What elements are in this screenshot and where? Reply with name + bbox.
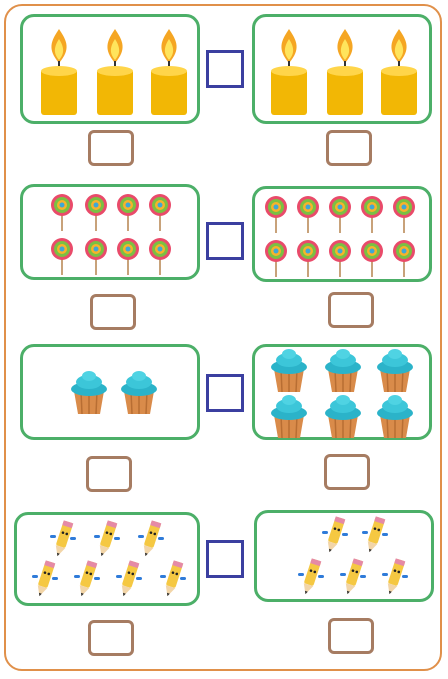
pencil-icon xyxy=(50,520,76,557)
compare-box[interactable] xyxy=(206,50,244,88)
answer-box-right[interactable] xyxy=(328,618,374,654)
lollipop-icon xyxy=(393,240,415,277)
candle-icon xyxy=(151,29,187,115)
answer-box-left[interactable] xyxy=(88,130,134,166)
cupcake-icon xyxy=(377,349,413,393)
pencil-icon xyxy=(160,560,186,597)
left-group-cupcakes xyxy=(20,344,200,440)
pencil-icon xyxy=(116,560,142,597)
left-group-lollipops xyxy=(20,184,200,280)
answer-box-right[interactable] xyxy=(326,130,372,166)
compare-box[interactable] xyxy=(206,222,244,260)
pencil-icon xyxy=(32,560,58,597)
cupcake-icon xyxy=(121,371,157,415)
lollipop-icon xyxy=(117,238,139,275)
compare-box[interactable] xyxy=(206,540,244,578)
right-group-lollipops xyxy=(252,186,432,282)
lollipop-icon xyxy=(297,240,319,277)
answer-box-right[interactable] xyxy=(324,454,370,490)
lollipop-icon xyxy=(361,240,383,277)
pencil-icon xyxy=(94,520,120,557)
lollipop-icon xyxy=(329,196,351,233)
cupcake-icon xyxy=(271,395,307,439)
left-group-candles xyxy=(20,14,200,124)
lollipop-icon xyxy=(149,238,171,275)
pencil-icon xyxy=(138,520,164,557)
worksheet-frame xyxy=(4,4,442,671)
answer-box-left[interactable] xyxy=(86,456,132,492)
cupcake-icon xyxy=(71,371,107,415)
candle-icon xyxy=(97,29,133,115)
compare-box[interactable] xyxy=(206,374,244,412)
right-group-candles xyxy=(252,14,432,124)
pencil-icon xyxy=(362,516,388,553)
candle-icon xyxy=(381,29,417,115)
answer-box-left[interactable] xyxy=(88,620,134,656)
lollipop-icon xyxy=(393,196,415,233)
candle-icon xyxy=(41,29,77,115)
pencil-icon xyxy=(340,558,366,595)
lollipop-icon xyxy=(329,240,351,277)
lollipop-icon xyxy=(117,194,139,231)
answer-box-right[interactable] xyxy=(328,292,374,328)
answer-box-left[interactable] xyxy=(90,294,136,330)
cupcake-icon xyxy=(377,395,413,439)
lollipop-icon xyxy=(265,240,287,277)
candle-icon xyxy=(271,29,307,115)
lollipop-icon xyxy=(149,194,171,231)
lollipop-icon xyxy=(85,194,107,231)
right-group-pencils xyxy=(254,510,434,602)
lollipop-icon xyxy=(51,238,73,275)
pencil-icon xyxy=(382,558,408,595)
pencil-icon xyxy=(298,558,324,595)
lollipop-icon xyxy=(265,196,287,233)
right-group-cupcakes xyxy=(252,344,432,440)
pencil-icon xyxy=(322,516,348,553)
candle-icon xyxy=(327,29,363,115)
cupcake-icon xyxy=(325,349,361,393)
pencil-icon xyxy=(74,560,100,597)
left-group-pencils xyxy=(14,512,200,606)
lollipop-icon xyxy=(361,196,383,233)
lollipop-icon xyxy=(297,196,319,233)
cupcake-icon xyxy=(325,395,361,439)
lollipop-icon xyxy=(85,238,107,275)
lollipop-icon xyxy=(51,194,73,231)
cupcake-icon xyxy=(271,349,307,393)
